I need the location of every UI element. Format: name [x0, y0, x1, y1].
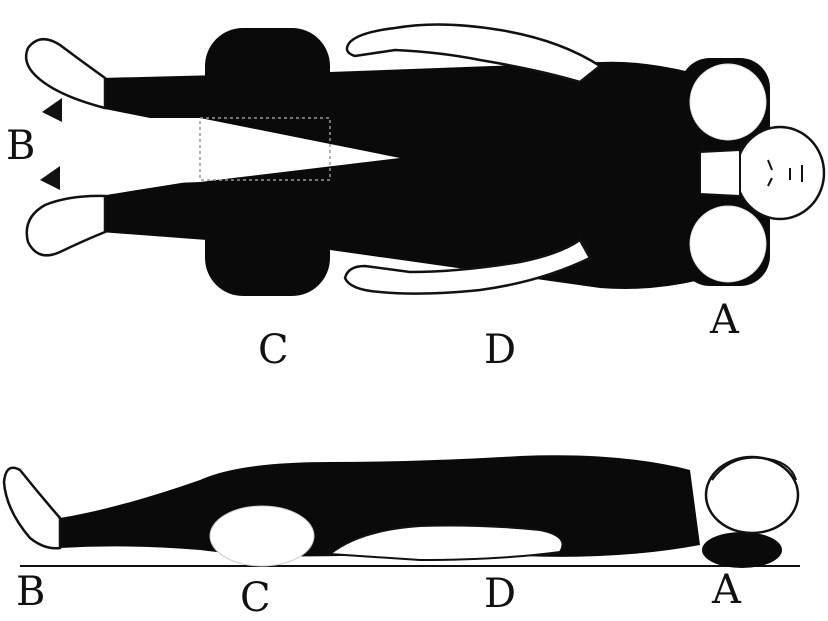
label-bottom-b: B [16, 572, 45, 612]
knee-pillow-side [210, 506, 314, 566]
label-bottom-c: C [240, 578, 271, 618]
shoulder-roll-upper [690, 64, 766, 140]
label-top-c: C [258, 330, 289, 370]
head-top [736, 127, 824, 219]
head-side [706, 457, 798, 533]
label-top-a: A [710, 300, 739, 340]
shoulder-pillow-side [702, 532, 782, 568]
label-top-d: D [484, 330, 516, 370]
label-top-b: B [6, 126, 35, 166]
side-view-figure [4, 455, 800, 568]
top-view-figure [26, 24, 824, 296]
foot-upper-top [26, 39, 105, 108]
neck-top [700, 150, 740, 196]
feet-side [4, 468, 60, 549]
label-bottom-d: D [484, 574, 516, 614]
foot-lower-top [27, 196, 105, 255]
torso-top [330, 62, 700, 289]
label-bottom-a: A [712, 570, 741, 610]
shoulder-roll-lower [690, 206, 766, 282]
